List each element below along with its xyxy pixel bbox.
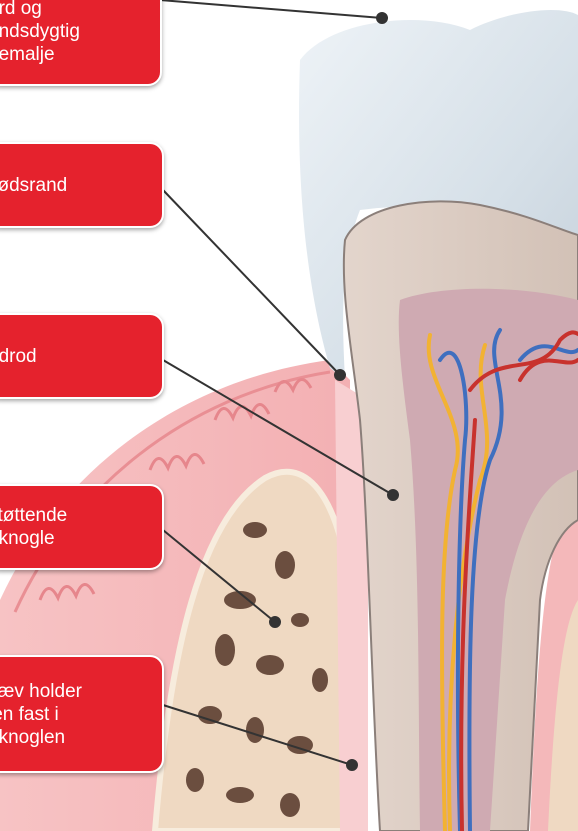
label-gumline: kødsrand <box>0 142 164 228</box>
label-ligament-line-3: eknoglen <box>0 726 148 749</box>
label-enamel-line-3: demalje <box>0 43 146 66</box>
label-ligament-line-2: len fast i <box>0 703 148 726</box>
label-ligament: væv holder len fast i eknoglen <box>0 655 164 773</box>
label-bone-line-1: støttende <box>0 504 148 527</box>
label-enamel-line-2: andsdygtig <box>0 20 146 43</box>
label-enamel-line-1: ard og <box>0 0 146 20</box>
label-enamel: ard og andsdygtig demalje <box>0 0 162 86</box>
label-root: ndrod <box>0 313 164 399</box>
label-gumline-line-1: kødsrand <box>0 174 148 197</box>
label-ligament-line-1: væv holder <box>0 680 148 703</box>
label-root-line-1: ndrod <box>0 345 148 368</box>
